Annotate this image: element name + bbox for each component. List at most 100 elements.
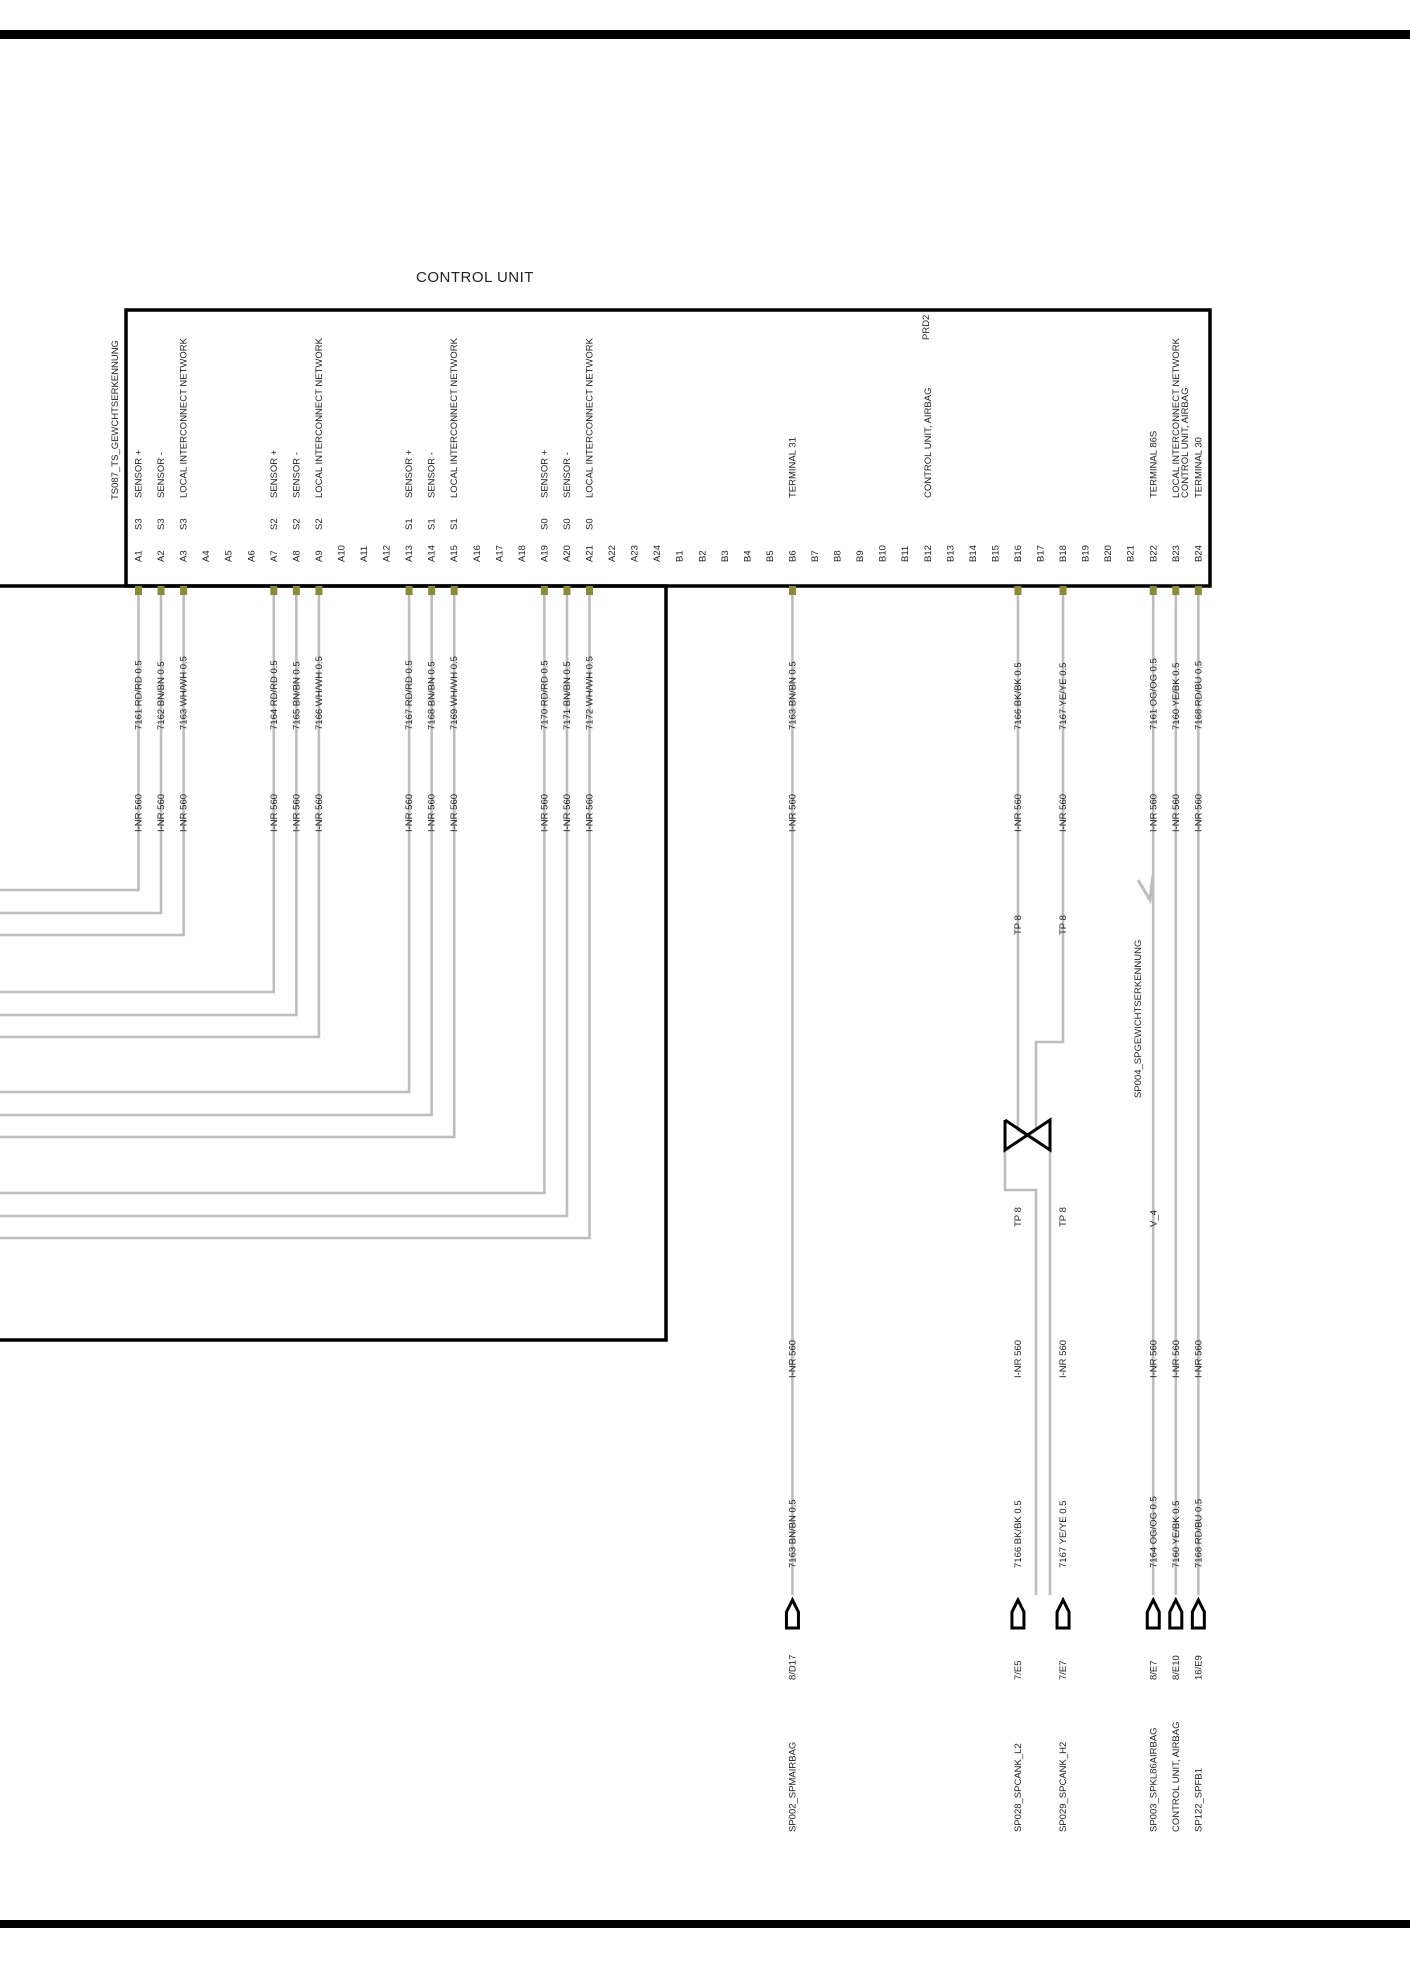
control-unit-box [124, 308, 1212, 588]
terminal-b16 [1014, 586, 1022, 595]
terminal-a15 [450, 586, 458, 595]
terminal-b22 [1149, 586, 1157, 595]
pin-label-a6: A6 [246, 550, 257, 562]
terminal-b23 [1172, 586, 1180, 595]
wire-a7 [0, 595, 276, 994]
pin-label-a17: A17 [494, 545, 505, 562]
wire-nr-b16: I-NR 560 [1013, 794, 1024, 832]
wire-code-a14: 7168 BN/BN 0.5 [427, 661, 438, 730]
connector-end-icon-b18 [1055, 1596, 1071, 1630]
wire-nr2-b23: I-NR 560 [1171, 1340, 1182, 1378]
connector-end-icon-b24 [1190, 1596, 1206, 1630]
pin-signal-a7: S2 [269, 518, 280, 530]
wire-a8 [0, 595, 298, 1017]
pin-function2-b23: CONTROL UNIT, AIRBAG [1180, 388, 1191, 499]
control-unit-title: CONTROL UNIT [416, 269, 534, 286]
pin-label-a2: A2 [156, 550, 167, 562]
pin-label-a23: A23 [630, 545, 641, 562]
terminal-a9 [315, 586, 323, 595]
pin-label-a24: A24 [652, 545, 663, 562]
pin-label-a5: A5 [224, 550, 235, 562]
pin-signal-a2: S3 [156, 518, 167, 530]
wire-a14 [0, 595, 433, 1117]
wire-code-b23: 7160 YE/BK 0.5 [1171, 663, 1182, 730]
pin-function-a2: SENSOR - [156, 452, 167, 498]
wire-a13 [0, 595, 411, 1094]
wire-code-a15: 7169 WH/WH 0.5 [449, 656, 460, 730]
pin-label-a1: A1 [134, 550, 145, 562]
ref-b23: 8/E10 [1171, 1655, 1182, 1680]
pin-label-b16: B16 [1013, 545, 1024, 562]
tp2-label-b16: TP 8 [1013, 1207, 1024, 1227]
wire-nr2-b24: I-NR 560 [1193, 1340, 1204, 1378]
wire-nr-a3: I-NR 560 [179, 794, 190, 832]
pin-label-a3: A3 [179, 550, 190, 562]
wire-code-b18: 7167 YE/YE 0.5 [1058, 663, 1069, 730]
wire-code-a21: 7172 WH/WH 0.5 [585, 656, 596, 730]
wire-code2-b18: 7167 YE/YE 0.5 [1058, 1501, 1069, 1568]
wire-code-a20: 7171 BN/BN 0.5 [562, 661, 573, 730]
terminal-a19 [540, 586, 548, 595]
pin-function-b23: LOCAL INTERCONNECT NETWORK [1171, 337, 1182, 498]
terminal-a1 [135, 586, 142, 595]
dest-b22: SP003_SPKL86AIRBAG [1148, 1727, 1159, 1832]
pin-label-b24: B24 [1193, 545, 1204, 562]
pin-function-a21: LOCAL INTERCONNECT NETWORK [585, 337, 596, 498]
wire-a21 [0, 595, 591, 1240]
pin-signal-a19: S0 [539, 518, 550, 530]
wire-a2 [0, 595, 163, 915]
pin-function-b22: TERMINAL 86S [1148, 431, 1159, 498]
terminal-a3 [180, 586, 188, 595]
pin-function-a7: SENSOR + [269, 449, 280, 498]
pin-label-b6: B6 [787, 550, 798, 562]
pin-signal-a9: S2 [314, 518, 325, 530]
connector-end-icon-b16 [1010, 1596, 1026, 1630]
dest-b6: SP002_SPMAIRBAG [787, 1742, 798, 1832]
pin-label-a20: A20 [562, 545, 573, 562]
pin-label-a16: A16 [472, 545, 483, 562]
wire-nr2-b16: I-NR 560 [1013, 1340, 1024, 1378]
terminal-b6 [788, 586, 796, 595]
pin-label-a8: A8 [291, 550, 302, 562]
wire-code2-b16: 7166 BK/BK 0.5 [1013, 1500, 1024, 1568]
pin-label-b7: B7 [810, 550, 821, 562]
wire-a20 [0, 595, 569, 1218]
pin-function-a3: LOCAL INTERCONNECT NETWORK [179, 337, 190, 498]
top-border [0, 30, 1410, 39]
wire-nr-a14: I-NR 560 [427, 794, 438, 832]
wire-nr-a2: I-NR 560 [156, 794, 167, 832]
wire-code2-b24: 7168 RD/BU 0.5 [1193, 1499, 1204, 1568]
ref-b18: 7/E7 [1058, 1660, 1069, 1680]
pin-label-b8: B8 [833, 550, 844, 562]
pin-label-a12: A12 [382, 545, 393, 562]
wire-nr-a13: I-NR 560 [404, 794, 415, 832]
ref-b6: 8/D17 [787, 1655, 798, 1680]
sensor-harness-frame [0, 584, 668, 1342]
pin-label-b5: B5 [765, 550, 776, 562]
tp2-label-b22: V_4 [1148, 1210, 1159, 1227]
terminal-a14 [428, 586, 436, 595]
pin-label-b2: B2 [697, 550, 708, 562]
wire-nr-a9: I-NR 560 [314, 794, 325, 832]
terminal-a7 [270, 586, 278, 595]
wire-code-a8: 7165 BN/BN 0.5 [291, 661, 302, 730]
pin-label-b18: B18 [1058, 545, 1069, 562]
bottom-border [0, 1920, 1410, 1928]
terminal-b18 [1059, 586, 1067, 595]
pin-signal-a3: S3 [179, 518, 190, 530]
terminal-a8 [292, 586, 300, 595]
connector-end-icon-b6 [784, 1596, 800, 1630]
terminal-a20 [563, 586, 571, 595]
pin-signal-a21: S0 [585, 518, 596, 530]
pin-label-a11: A11 [359, 546, 370, 562]
pin-label-a13: A13 [404, 545, 415, 562]
pin-label-b22: B22 [1148, 545, 1159, 562]
pin-label-a22: A22 [607, 545, 618, 562]
wire-nr-a1: I-NR 560 [134, 794, 145, 832]
connector-id-label: TS087_TS_GEWCHTSERKENNUNG [110, 340, 121, 500]
terminal-a2 [157, 586, 165, 595]
pin-label-b17: B17 [1036, 545, 1047, 562]
wire-nr-a20: I-NR 560 [562, 794, 573, 832]
wire-nr-b18: I-NR 560 [1058, 794, 1069, 832]
